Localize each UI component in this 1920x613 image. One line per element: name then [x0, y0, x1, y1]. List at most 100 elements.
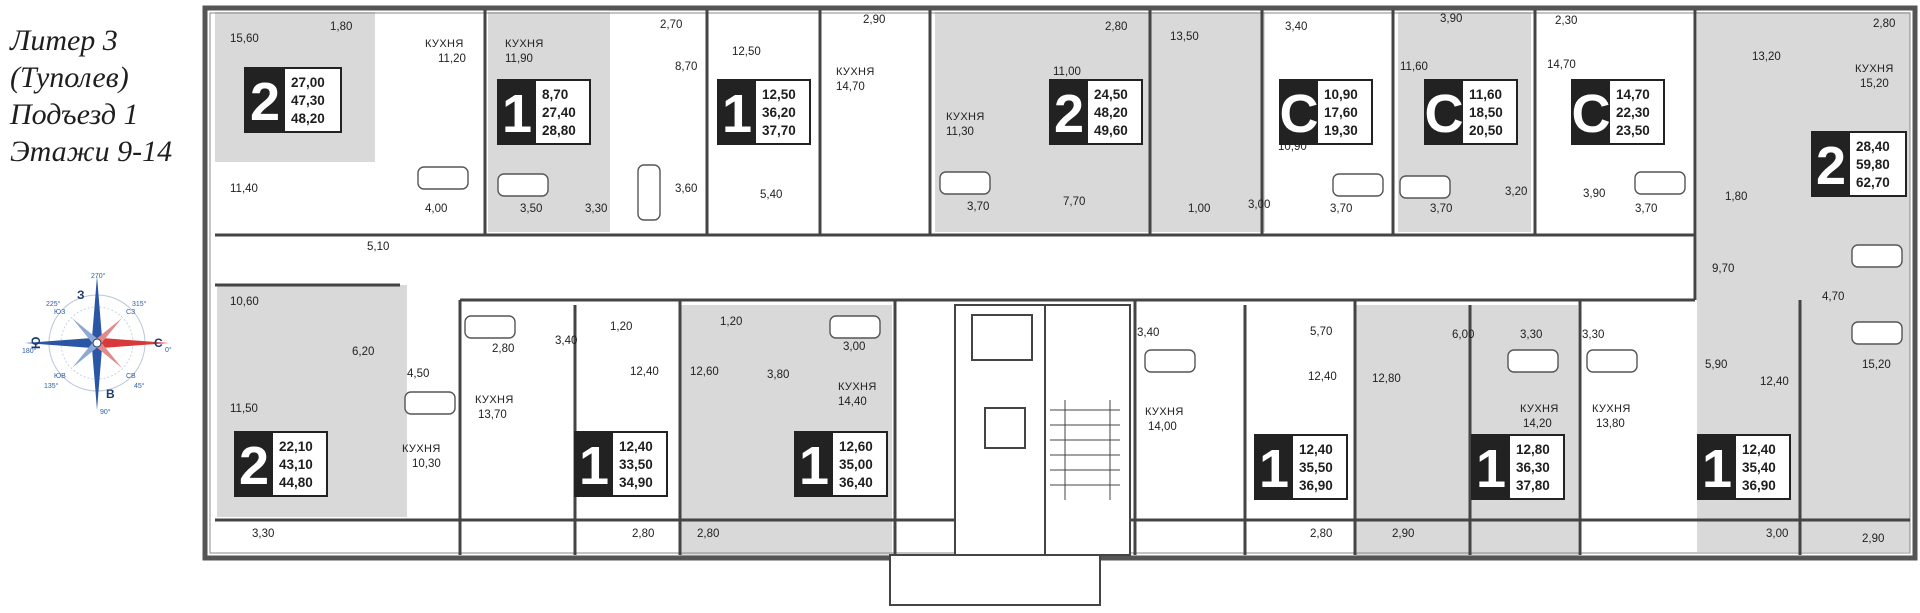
- badge-area: 12,50: [762, 87, 796, 102]
- room-area: 3,70: [967, 201, 989, 213]
- kitchen-area: 15,20: [1860, 78, 1889, 90]
- plan-title: Литер 3 (Туполев) Подъезд 1 Этажи 9-14: [10, 22, 190, 170]
- compass-rose: С 0° З 270° Ю 180° В 90° СЗ 315° ЮЗ 225°…: [22, 272, 172, 416]
- room-area: 3,40: [555, 335, 577, 347]
- badge-block: [245, 68, 285, 132]
- room-area: 1,80: [1725, 191, 1747, 203]
- bathtub-icon: [1399, 175, 1451, 199]
- kitchen-area: 14,00: [1148, 421, 1177, 433]
- kitchen-labels: КУХНЯ 11,20 КУХНЯ 11,90 КУХНЯ 14,70 КУХН…: [402, 38, 1893, 470]
- compass-dir-west: З: [77, 288, 85, 302]
- bathtub-icon: [829, 315, 881, 339]
- apartment-badge: 1 12,40 35,40 36,90: [1697, 434, 1791, 500]
- badge-area: 12,40: [619, 439, 653, 454]
- room-area: 3,70: [1635, 203, 1657, 215]
- compass-deg: 0°: [165, 346, 172, 354]
- badge-area: 36,20: [762, 105, 796, 120]
- compass-arrow: [92, 276, 102, 343]
- bathtub-icon: [1851, 321, 1903, 345]
- apartment-badge: 2 24,50 48,20 49,60: [1049, 79, 1143, 145]
- room-area: 11,40: [230, 183, 258, 195]
- badge-area: 36,90: [1299, 478, 1333, 493]
- room-area: 2,80: [492, 343, 514, 355]
- badge-area: 18,50: [1469, 105, 1503, 120]
- room-area: 3,40: [1285, 21, 1307, 33]
- badge-area: 43,10: [279, 457, 313, 472]
- room-area: 2,30: [1555, 15, 1577, 27]
- badge-rooms: 2: [1054, 84, 1084, 144]
- room-area: 9,70: [1712, 263, 1734, 275]
- bathtub-icon: [417, 166, 469, 190]
- badge-block: [1280, 80, 1318, 144]
- bathtub-icon: [497, 173, 549, 197]
- room-area: 3,00: [1248, 199, 1270, 211]
- compass-dir-north: С: [154, 336, 163, 350]
- title-line: Подъезд 1: [10, 98, 139, 131]
- room-area: 3,80: [767, 369, 789, 381]
- walls: [215, 10, 1910, 555]
- compass-arrow: [95, 318, 122, 345]
- apartment-badge: 1 12,60 35,00 36,40: [794, 431, 888, 497]
- title-line: Литер 3: [10, 24, 118, 57]
- entrance: [889, 554, 1101, 606]
- stair-steps: [1050, 400, 1120, 500]
- kitchen-label: КУХНЯ: [836, 66, 875, 78]
- badge-rooms: С: [1425, 84, 1464, 144]
- room-fill: [1150, 12, 1265, 232]
- compass-arrow: [72, 318, 99, 345]
- badge-block: [1425, 80, 1463, 144]
- kitchen-label: КУХНЯ: [946, 111, 985, 123]
- room-area: 11,00: [1053, 66, 1081, 78]
- room-area: 3,70: [1430, 203, 1452, 215]
- bathtub-icon: [1634, 171, 1686, 195]
- badge-area: 35,40: [1742, 460, 1776, 475]
- badge-rooms: 2: [250, 72, 280, 132]
- kitchen-label: КУХНЯ: [425, 38, 464, 50]
- badge-area: 49,60: [1094, 123, 1128, 138]
- room-area: 10,90: [1278, 141, 1307, 153]
- bathtub-icon: [1507, 349, 1559, 373]
- compass-minor: СВ: [126, 373, 136, 380]
- badge-area: 33,50: [619, 457, 653, 472]
- kitchen-area: 11,20: [438, 53, 466, 65]
- room-area: 5,70: [1310, 326, 1332, 338]
- badge-rooms: 1: [1476, 439, 1506, 499]
- badge-block: [718, 80, 756, 144]
- compass-arrow: [72, 341, 99, 368]
- compass-center: [92, 338, 102, 348]
- room-area: 3,70: [1330, 203, 1352, 215]
- apartment-badge: 1 12,80 36,30 37,80: [1471, 434, 1565, 500]
- room-area: 12,80: [1372, 373, 1401, 385]
- title-line: Этажи 9-14: [10, 135, 173, 168]
- kitchen-area: 11,90: [505, 53, 533, 65]
- badge-area: 62,70: [1856, 175, 1890, 190]
- room-area: 2,80: [1310, 528, 1332, 540]
- room-area: 2,90: [1392, 528, 1414, 540]
- bathtub-icon: [637, 164, 661, 221]
- badge-block: [1050, 80, 1088, 144]
- lift-cabin: [984, 407, 1026, 449]
- badge-block: [1698, 435, 1736, 499]
- badge-area: 36,90: [1742, 478, 1776, 493]
- kitchen-label: КУХНЯ: [1145, 406, 1184, 418]
- room-area: 12,40: [1308, 371, 1337, 383]
- apartment-badge: 1 12,40 33,50 34,90: [574, 431, 668, 497]
- room-area: 2,80: [632, 528, 654, 540]
- badge-area: 12,40: [1742, 442, 1776, 457]
- compass-deg: 180°: [22, 347, 37, 355]
- badge-rooms: 2: [1816, 136, 1846, 196]
- stair-core: [889, 304, 1131, 606]
- badge-area: 10,90: [1324, 87, 1358, 102]
- room-area: 7,70: [1063, 196, 1085, 208]
- title-line: (Туполев): [10, 61, 129, 94]
- badge-area: 35,50: [1299, 460, 1333, 475]
- room-area: 15,20: [1862, 359, 1891, 371]
- kitchen-area: 13,80: [1596, 418, 1625, 430]
- bathtub-icon: [464, 315, 516, 339]
- room-area: 3,20: [1505, 186, 1527, 198]
- room-area: 1,20: [610, 321, 632, 333]
- kitchen-area: 14,70: [836, 81, 865, 93]
- room-area: 3,60: [675, 183, 697, 195]
- room-area: 12,50: [732, 46, 761, 58]
